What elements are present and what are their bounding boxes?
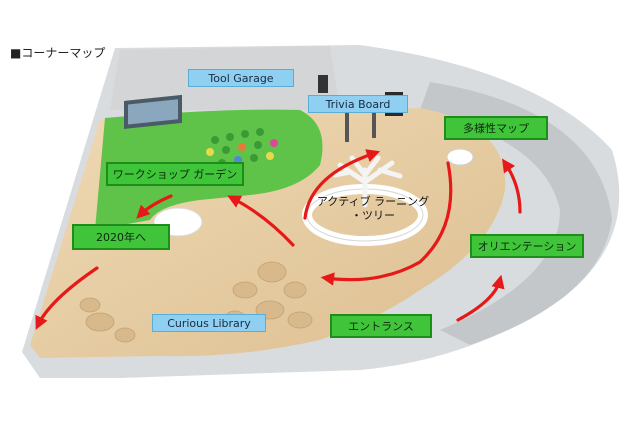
label-year-2020: 2020年へ (72, 224, 170, 250)
label-entrance: エントランス (330, 314, 432, 338)
page-title: ■コーナーマップ (10, 46, 106, 60)
tree-label-line-1: アクティブ ラーニング (316, 195, 430, 208)
label-orientation: オリエンテーション (470, 234, 584, 258)
label-curious-library: Curious Library (152, 314, 266, 332)
label-diversity-map: 多様性マップ (444, 116, 548, 140)
red-arrow-icon (35, 149, 522, 330)
tree-label-line-2: ・ツリー (351, 209, 395, 222)
stools (206, 128, 278, 167)
label-workshop-garden: ワークショップ ガーデン (106, 162, 244, 186)
label-tool-garage: Tool Garage (188, 69, 294, 87)
label-active-learning-tree: アクティブ ラーニング ・ツリー (309, 195, 437, 223)
label-trivia-board: Trivia Board (308, 95, 408, 113)
right-corridor (420, 82, 612, 345)
